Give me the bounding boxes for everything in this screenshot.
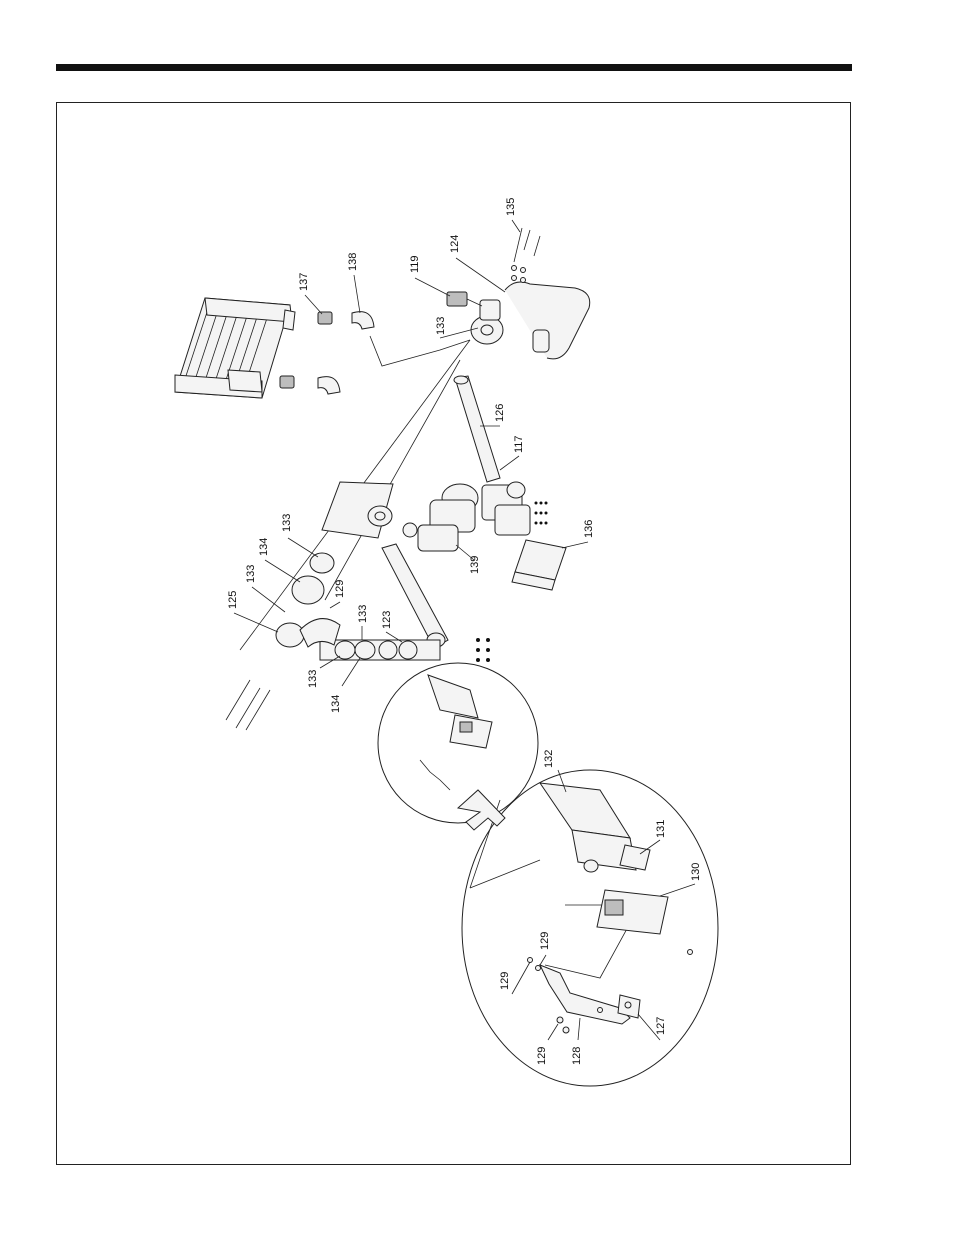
plate-131 — [620, 845, 650, 870]
callout-136: 136 — [583, 520, 595, 538]
callout-139: 139 — [469, 556, 481, 574]
callout-117: 117 — [513, 435, 525, 453]
callout-123: 123 — [381, 611, 393, 629]
blower-plate — [322, 482, 393, 538]
callout-129-upper: 129 — [539, 932, 551, 950]
callout-129-mid: 129 — [334, 580, 346, 598]
callout-130: 130 — [690, 863, 702, 881]
bracket-136 — [512, 540, 566, 590]
callout-134-mid: 134 — [258, 538, 270, 556]
housing-130 — [597, 890, 693, 955]
upper-pipe-assembly — [447, 228, 590, 359]
callout-129-left: 129 — [499, 972, 511, 990]
callout-133-top: 133 — [435, 317, 447, 335]
callout-126: 126 — [494, 404, 506, 422]
callout-125: 125 — [227, 591, 239, 609]
callout-119: 119 — [409, 255, 421, 273]
callout-131: 131 — [655, 820, 667, 838]
callout-134-bottom: 134 — [330, 695, 342, 713]
callout-129-bottom: 129 — [536, 1047, 548, 1065]
pipe-126 — [454, 376, 500, 482]
detail-circle-small — [378, 663, 538, 823]
callout-133-low: 133 — [357, 605, 369, 623]
callout-135: 135 — [505, 198, 517, 216]
callout-137: 137 — [298, 273, 310, 291]
callout-133-mid: 133 — [281, 514, 293, 532]
callout-128: 128 — [571, 1047, 583, 1065]
heat-exchanger — [175, 298, 295, 398]
callout-132: 132 — [543, 750, 555, 768]
callout-124: 124 — [449, 235, 461, 253]
callout-138: 138 — [347, 253, 359, 271]
callout-133-left: 133 — [245, 565, 257, 583]
valve-assembly-117 — [482, 482, 548, 535]
pump-139 — [403, 484, 478, 551]
callout-127: 127 — [655, 1017, 667, 1035]
callout-133-bottom: 133 — [307, 670, 319, 688]
linkage-128 — [540, 965, 630, 1024]
